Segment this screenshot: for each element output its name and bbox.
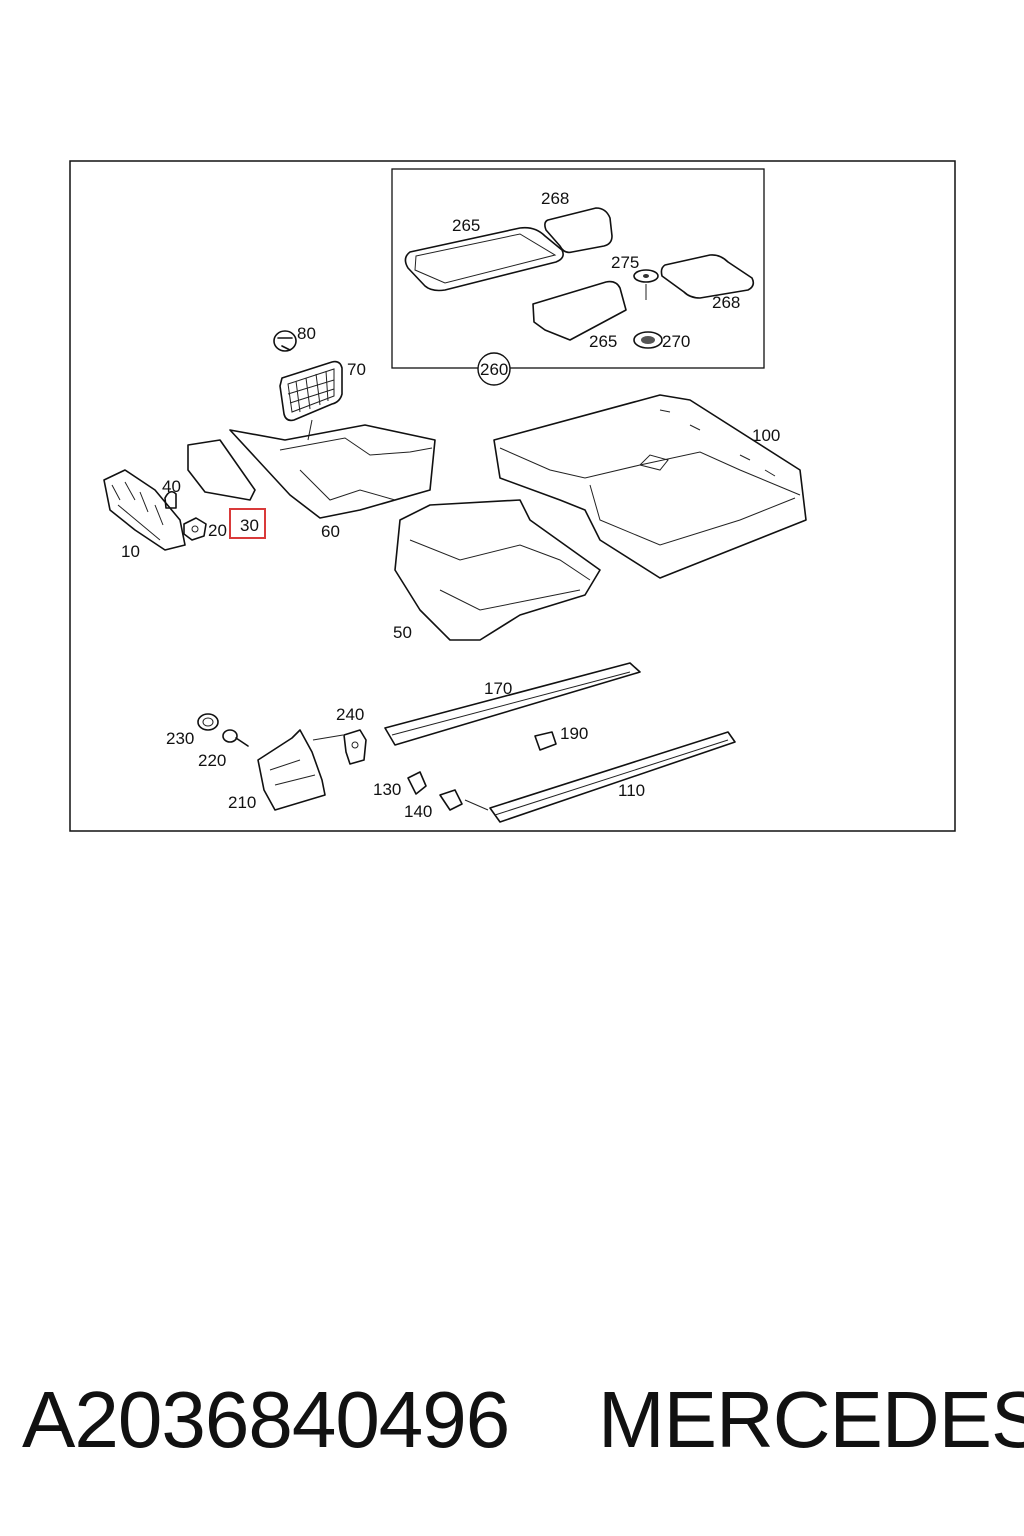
part-50-floor-carpet-front bbox=[394, 499, 601, 641]
callout-190: 190 bbox=[560, 724, 588, 743]
callout-268-top: 268 bbox=[541, 189, 569, 208]
callout-80: 80 bbox=[297, 324, 316, 343]
callout-240: 240 bbox=[336, 705, 364, 724]
floor-mat-265-bottom bbox=[532, 280, 627, 341]
clip-275-icon bbox=[633, 269, 659, 283]
callout-110: 110 bbox=[618, 781, 645, 800]
part-240-clip-icon bbox=[343, 729, 367, 765]
part-110-sill-strip bbox=[489, 731, 736, 823]
callout-270: 270 bbox=[662, 332, 690, 351]
part-130-clip-icon bbox=[407, 771, 427, 795]
callout-70: 70 bbox=[347, 360, 366, 379]
part-20-nut-icon bbox=[183, 517, 207, 541]
callout-220: 220 bbox=[198, 751, 226, 770]
floor-mat-265-top bbox=[404, 226, 564, 292]
callout-30-highlight-box bbox=[229, 508, 266, 539]
callout-10: 10 bbox=[121, 542, 140, 561]
part-220-screw-icon bbox=[222, 729, 249, 747]
callout-140: 140 bbox=[404, 802, 432, 821]
part-170-sill-strip bbox=[384, 662, 641, 746]
callout-260-circle bbox=[477, 352, 511, 386]
grommet-270-icon bbox=[633, 331, 663, 349]
callout-30-highlighted: 30 bbox=[240, 516, 259, 535]
part-30-panel bbox=[187, 439, 256, 501]
callout-20: 20 bbox=[208, 521, 227, 540]
callout-230: 230 bbox=[166, 729, 194, 748]
callout-260: 260 bbox=[480, 360, 508, 379]
part-230-grommet-icon bbox=[197, 713, 219, 731]
part-210-bracket bbox=[257, 729, 326, 811]
floor-mat-268-top bbox=[544, 207, 613, 254]
callout-268-right: 268 bbox=[712, 293, 740, 312]
callout-210: 210 bbox=[228, 793, 256, 812]
part-80-icon bbox=[273, 330, 297, 352]
footer: A2036840496 MERCEDES bbox=[0, 1370, 1024, 1480]
part-10-bracket bbox=[103, 469, 186, 551]
part-number: A2036840496 bbox=[22, 1375, 510, 1464]
part-140-clip-icon bbox=[439, 789, 463, 811]
part-100-floor-carpet-rear bbox=[493, 394, 807, 579]
callout-50: 50 bbox=[393, 623, 412, 642]
brand-name: MERCEDES bbox=[598, 1375, 1024, 1464]
callout-275: 275 bbox=[611, 253, 639, 272]
callout-265-bottom: 265 bbox=[589, 332, 617, 351]
part-190-clip-icon bbox=[534, 731, 557, 751]
callout-130: 130 bbox=[373, 780, 401, 799]
parts-diagram: 268 265 275 268 265 270 260 80 70 100 40… bbox=[69, 160, 956, 832]
callout-40: 40 bbox=[162, 477, 181, 496]
callout-170: 170 bbox=[484, 679, 512, 698]
part-40-icon bbox=[164, 490, 177, 509]
part-60-firewall-insulation bbox=[229, 424, 436, 519]
callout-60: 60 bbox=[321, 522, 340, 541]
callout-100: 100 bbox=[752, 426, 780, 445]
part-70-icon bbox=[279, 360, 343, 441]
floor-mat-268-bottom bbox=[660, 254, 755, 299]
floor-mat-inset-box bbox=[391, 168, 765, 369]
callout-265-top: 265 bbox=[452, 216, 480, 235]
